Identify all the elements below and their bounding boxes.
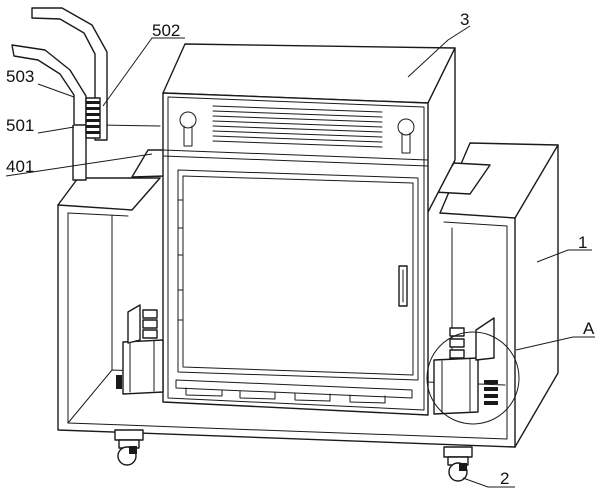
vent-grille <box>212 105 383 148</box>
label-502: 502 <box>152 21 180 40</box>
label-401: 401 <box>6 157 34 176</box>
label-3: 3 <box>460 10 469 29</box>
spring-502 <box>85 97 101 139</box>
cabinet-base-rail <box>175 379 413 404</box>
bent-tube-rear <box>31 7 108 141</box>
label-503: 503 <box>6 67 34 86</box>
damper-right <box>433 317 498 415</box>
handle-post-501 <box>72 124 161 181</box>
leader-lines <box>5 25 595 488</box>
caster-front-left <box>114 429 144 466</box>
cabinet-body <box>162 43 456 416</box>
label-A: A <box>583 319 595 338</box>
cabinet-door <box>177 169 419 381</box>
caster-front-right <box>443 446 473 482</box>
label-2: 2 <box>500 469 509 488</box>
keyhole-left <box>179 111 197 147</box>
damper-left <box>116 304 164 395</box>
label-501: 501 <box>6 116 34 135</box>
label-1: 1 <box>578 233 587 252</box>
bent-tube-front <box>11 44 87 126</box>
detail-circle-a <box>426 331 520 425</box>
keyhole-right <box>397 118 415 154</box>
